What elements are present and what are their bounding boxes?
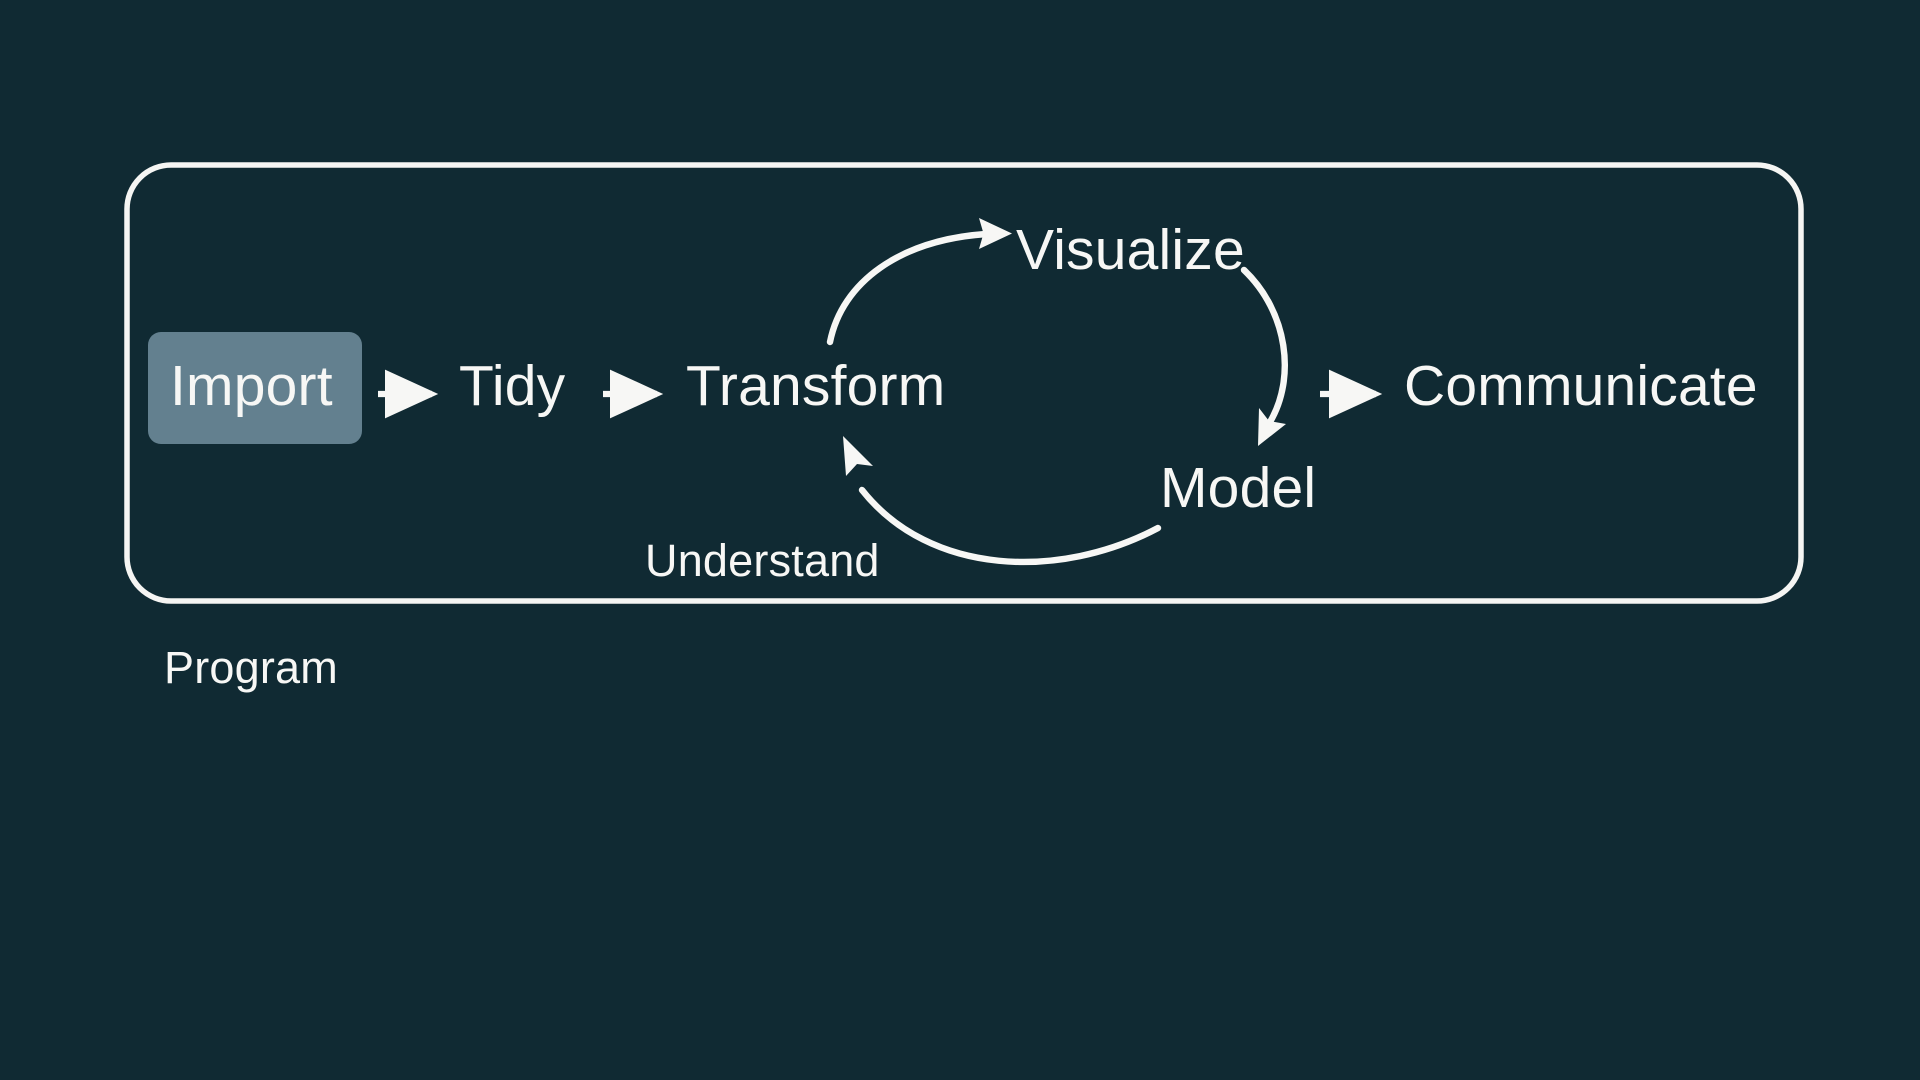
node-label-model[interactable]: Model	[1160, 456, 1317, 520]
arrow-visualize-to-model	[1240, 266, 1288, 446]
annotation-label-program: Program	[164, 642, 338, 693]
arrow-model-to-transform	[843, 436, 1162, 566]
program-container-outline	[124, 162, 1804, 604]
node-label-import[interactable]: Import	[170, 354, 333, 418]
import-highlight-chip[interactable]	[148, 332, 362, 444]
annotation-label-understand: Understand	[645, 535, 880, 586]
node-label-visualize[interactable]: Visualize	[1016, 218, 1245, 282]
node-label-tidy[interactable]: Tidy	[459, 354, 566, 418]
arrow-transform-to-visualize	[826, 218, 1012, 346]
node-label-communicate[interactable]: Communicate	[1404, 354, 1758, 418]
node-label-transform[interactable]: Transform	[686, 354, 946, 418]
